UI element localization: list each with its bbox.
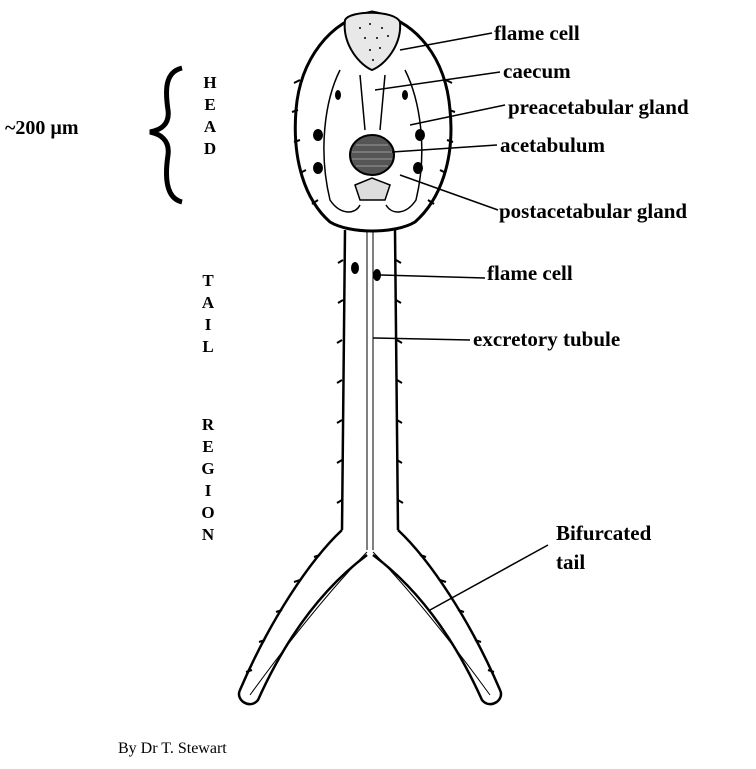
region-letter: D	[200, 138, 220, 160]
region-letter: H	[200, 72, 220, 94]
credit-text: By Dr T. Stewart	[118, 738, 227, 760]
label-flame-cell-tail: flame cell	[487, 262, 573, 284]
caecum-shape	[360, 75, 385, 130]
leader-acetabulum	[392, 145, 497, 152]
region-letter: N	[198, 524, 218, 546]
tail-flame-cell-right	[373, 269, 381, 281]
region-letter: O	[198, 502, 218, 524]
label-caecum: caecum	[503, 60, 571, 82]
label-excretory-tubule: excretory tubule	[473, 328, 620, 350]
region-letter: E	[198, 436, 218, 458]
label-postacetabular-gland: postacetabular gland	[499, 200, 687, 222]
leader-excretory-tubule	[373, 338, 470, 340]
region-letter: L	[198, 336, 218, 358]
furca-right	[373, 530, 501, 704]
label-preacetabular-gland: preacetabular gland	[508, 96, 689, 118]
region-letter: T	[198, 270, 218, 292]
label-flame-cell-head: flame cell	[494, 22, 580, 44]
furca-spines	[246, 555, 494, 672]
tail-flame-cell-left	[351, 262, 359, 274]
inner-left-structure	[324, 70, 360, 212]
furca-inner-lines	[250, 552, 490, 695]
region-letter: I	[198, 480, 218, 502]
leader-flame-cell-head	[400, 33, 492, 50]
oral-sucker	[345, 13, 400, 70]
leader-caecum	[375, 72, 500, 90]
tail-stem-left	[342, 230, 345, 530]
region-letter: A	[200, 116, 220, 138]
label-acetabulum: acetabulum	[500, 134, 605, 156]
leader-bifurcated-tail	[430, 545, 548, 610]
region-region-letters: R E G I O N	[198, 414, 218, 546]
region-letter: R	[198, 414, 218, 436]
tail-stem-spines	[337, 260, 403, 503]
scale-brace	[150, 68, 182, 202]
acetabulum-shape	[350, 135, 394, 175]
region-tail-letters: T A I L	[198, 270, 218, 358]
furca-left	[239, 530, 367, 704]
leader-postacetabular	[400, 175, 498, 210]
leader-preacetabular	[410, 105, 505, 125]
region-letter: E	[200, 94, 220, 116]
region-letter: I	[198, 314, 218, 336]
region-head-letters: H E A D	[200, 72, 220, 160]
label-bifurcated-tail-line2: tail	[556, 551, 585, 573]
region-letter: A	[198, 292, 218, 314]
posterior-structure	[355, 178, 390, 200]
excretory-tubule-line	[367, 230, 373, 550]
label-bifurcated-tail-line1: Bifurcated	[556, 522, 651, 544]
region-letter: G	[198, 458, 218, 480]
scale-label: ~200 µm	[5, 117, 79, 139]
